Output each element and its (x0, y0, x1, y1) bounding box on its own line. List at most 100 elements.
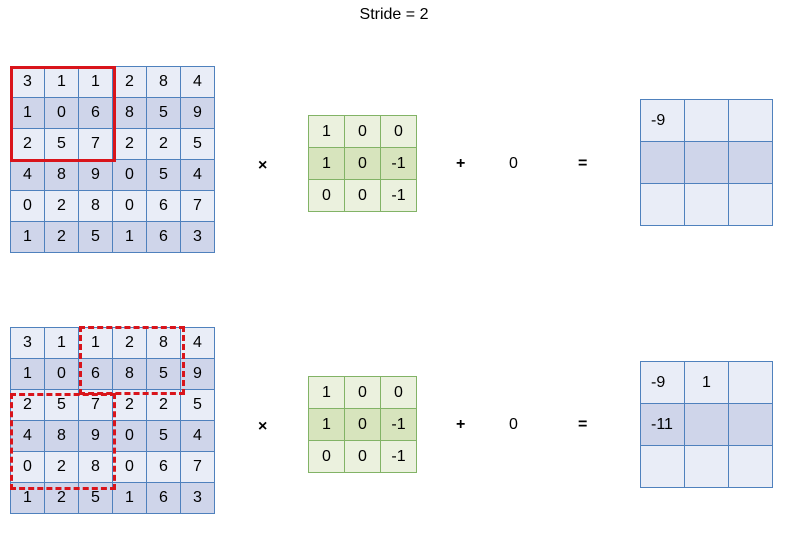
plus-symbol: + (456, 416, 466, 433)
matrix-cell: 4 (180, 420, 215, 452)
matrix-cell: 4 (180, 159, 215, 191)
matrix-row (640, 445, 773, 488)
bias-value: 0 (509, 155, 518, 172)
matrix-cell: 0 (10, 190, 45, 222)
matrix-row: -9 (640, 99, 773, 142)
matrix-cell: 0 (344, 179, 381, 212)
bias-value: 0 (509, 416, 518, 433)
output-matrix: -9 (640, 99, 773, 226)
matrix-cell: 0 (10, 451, 45, 483)
matrix-cell: 0 (112, 190, 147, 222)
matrix-cell: 0 (112, 159, 147, 191)
matrix-cell (728, 445, 773, 488)
matrix-cell: 6 (146, 221, 181, 253)
multiply-symbol: × (258, 157, 268, 174)
matrix-cell (728, 141, 773, 184)
matrix-cell (640, 141, 685, 184)
matrix-cell (684, 183, 729, 226)
matrix-cell: 0 (344, 440, 381, 473)
multiply-symbol: × (258, 418, 268, 435)
matrix-cell: 8 (146, 66, 181, 98)
matrix-cell (728, 361, 773, 404)
matrix-cell: 3 (180, 482, 215, 514)
matrix-cell: 4 (180, 327, 215, 359)
matrix-cell: 8 (78, 190, 113, 222)
matrix-cell: 0 (112, 451, 147, 483)
matrix-cell (728, 403, 773, 446)
matrix-cell: 0 (308, 440, 345, 473)
matrix-cell: 2 (112, 128, 147, 160)
matrix-cell: 5 (180, 389, 215, 421)
matrix-cell: -1 (380, 179, 417, 212)
matrix-cell: 5 (180, 128, 215, 160)
matrix-row (640, 141, 773, 184)
matrix-cell (728, 99, 773, 142)
matrix-cell: 1 (78, 66, 113, 98)
matrix-cell: -1 (380, 147, 417, 180)
matrix-cell: 8 (112, 358, 147, 390)
matrix-cell: 1 (112, 482, 147, 514)
matrix-cell: 5 (78, 221, 113, 253)
matrix-cell (640, 445, 685, 488)
matrix-cell: 6 (146, 451, 181, 483)
matrix-cell: 2 (10, 128, 45, 160)
matrix-cell (684, 445, 729, 488)
matrix-cell: 1 (308, 147, 345, 180)
matrix-cell: 1 (308, 115, 345, 148)
matrix-cell: 0 (344, 408, 381, 441)
matrix-cell: 0 (344, 376, 381, 409)
matrix-cell: 0 (344, 147, 381, 180)
matrix-cell: 8 (112, 97, 147, 129)
matrix-cell: -1 (380, 440, 417, 473)
matrix-cell: -11 (640, 403, 685, 446)
matrix-cell: 1 (10, 221, 45, 253)
matrix-cell: 1 (78, 327, 113, 359)
conv-window-solid (10, 66, 116, 162)
matrix-cell (684, 99, 729, 142)
matrix-cell (728, 183, 773, 226)
matrix-cell: 2 (44, 221, 79, 253)
matrix-cell: 6 (146, 190, 181, 222)
equals-symbol: = (578, 155, 588, 172)
matrix-cell: 5 (146, 97, 181, 129)
matrix-cell: 2 (44, 190, 79, 222)
matrix-cell: 2 (44, 451, 79, 483)
matrix-cell (640, 183, 685, 226)
matrix-cell: 4 (10, 159, 45, 191)
matrix-cell: 0 (380, 115, 417, 148)
matrix-cell: 9 (78, 420, 113, 452)
matrix-cell: 4 (180, 66, 215, 98)
matrix-cell: 9 (180, 97, 215, 129)
matrix-cell: 0 (380, 376, 417, 409)
matrix-cell: 1 (10, 358, 45, 390)
matrix-cell: 9 (78, 159, 113, 191)
title: Stride = 2 (359, 6, 429, 23)
matrix-cell: 1 (684, 361, 729, 404)
matrix-cell: 1 (112, 221, 147, 253)
matrix-cell: 8 (44, 159, 79, 191)
matrix-cell: 1 (44, 327, 79, 359)
matrix-cell: -9 (640, 99, 685, 142)
matrix-cell: 5 (146, 420, 181, 452)
conv-window-dashed (10, 393, 116, 490)
matrix-cell: 2 (112, 66, 147, 98)
matrix-cell (684, 403, 729, 446)
matrix-cell: 6 (146, 482, 181, 514)
